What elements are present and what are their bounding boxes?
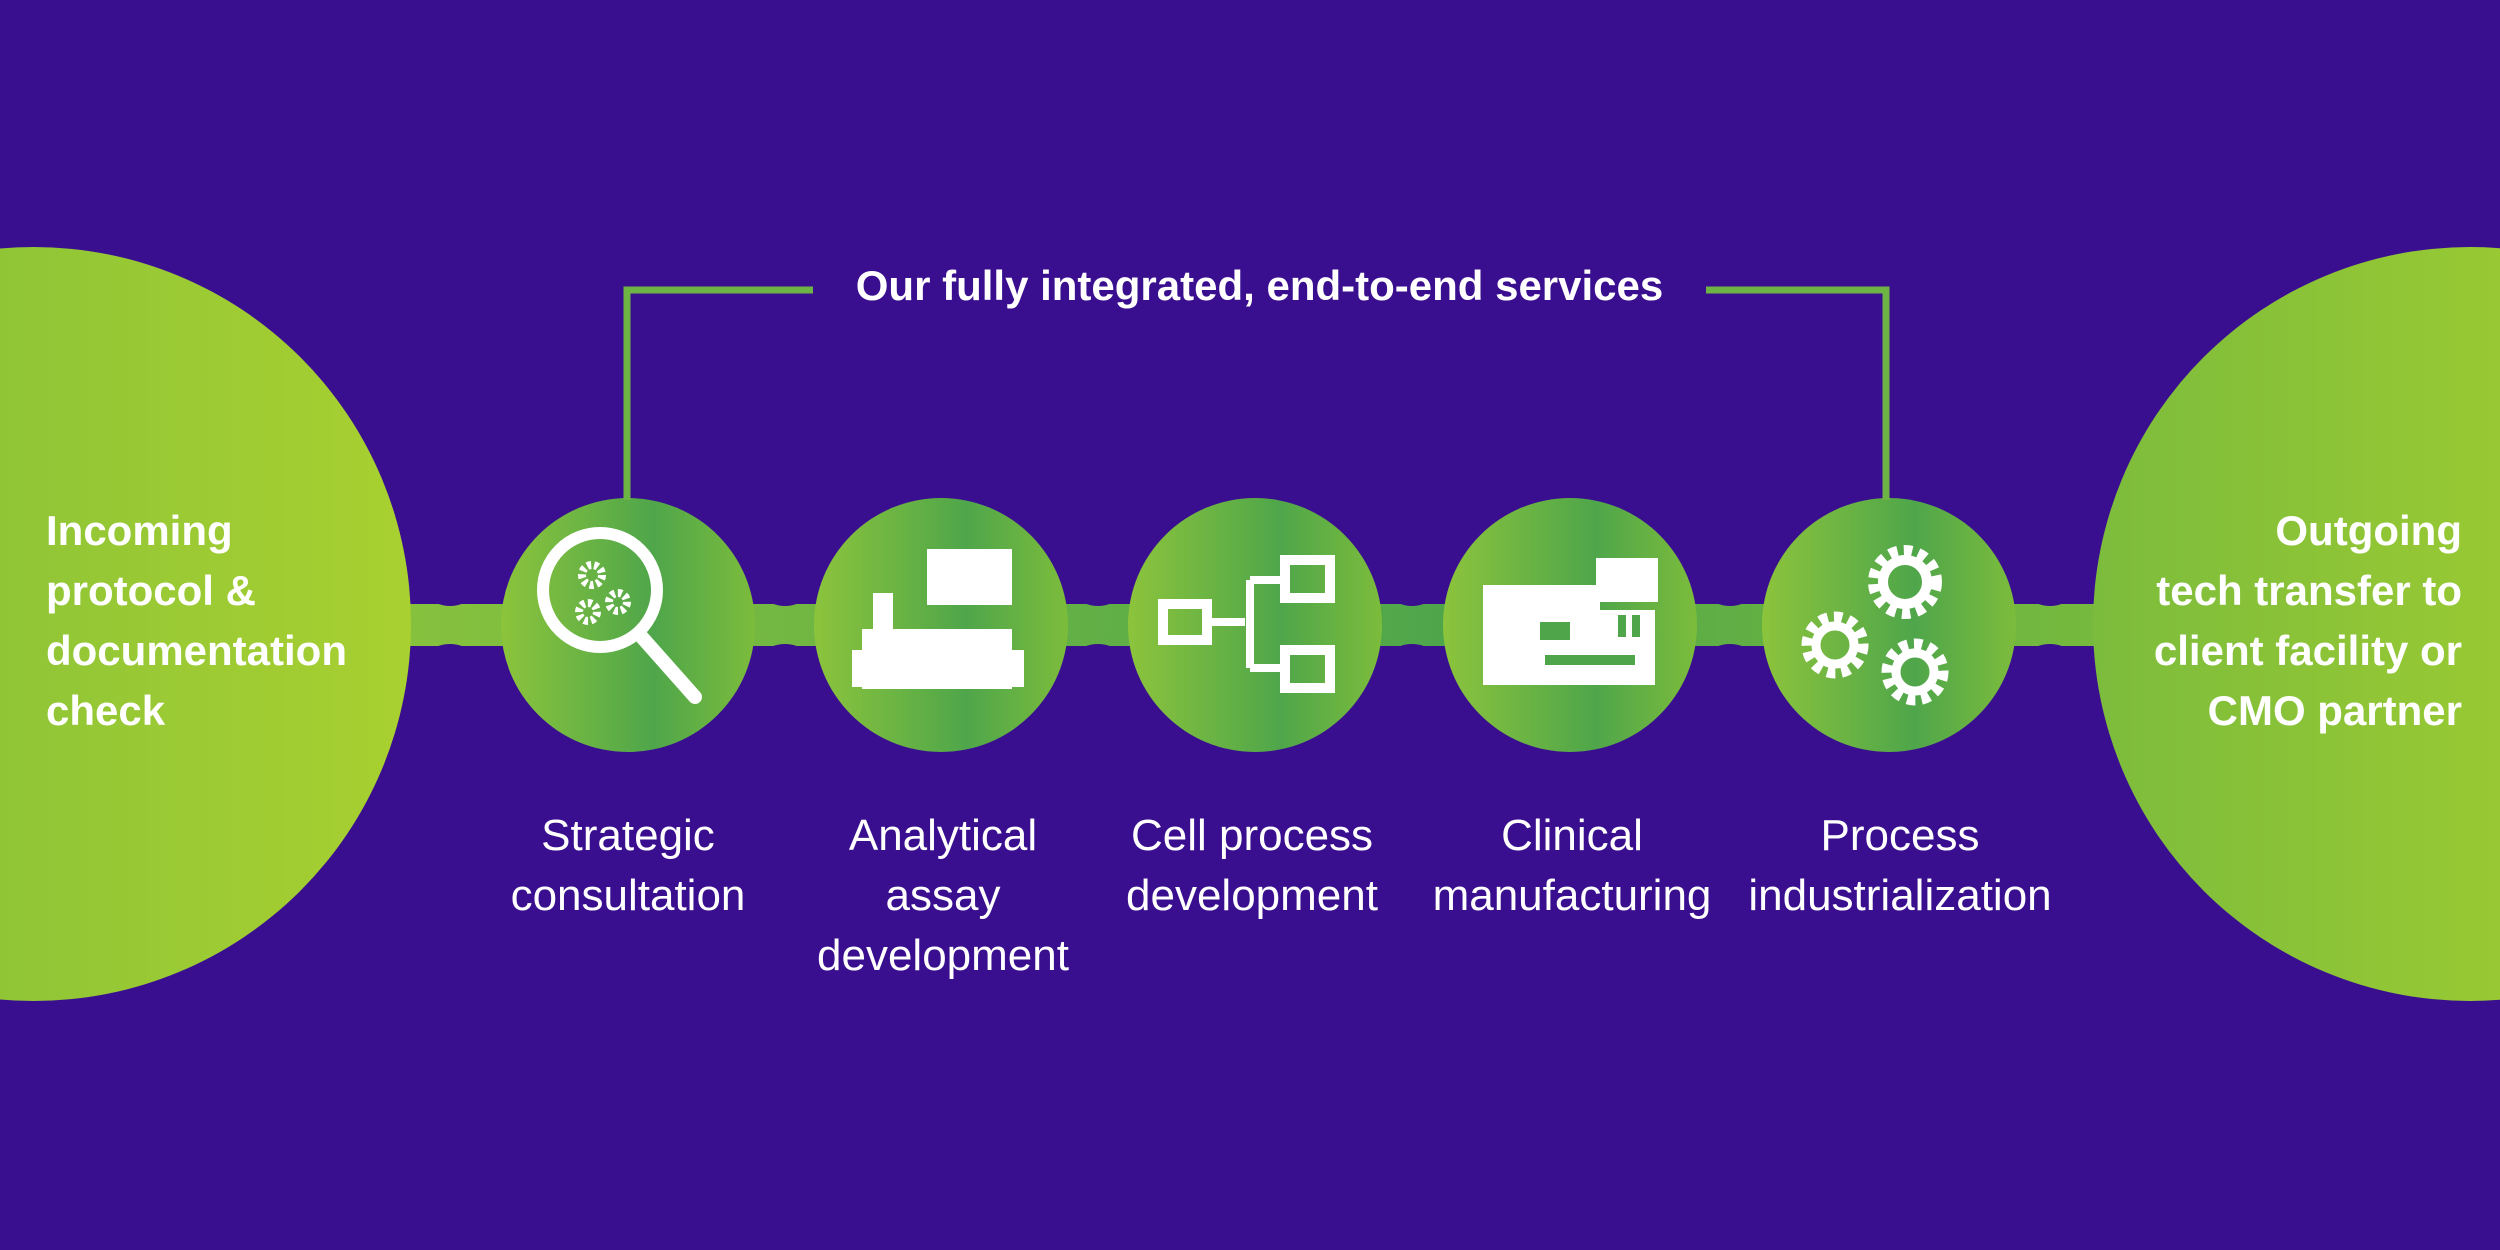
lab-instrument-icon: [852, 549, 1024, 689]
magnifier-gears-icon: [537, 527, 702, 704]
label-line: development: [817, 931, 1069, 980]
label-line: industrialization: [1748, 871, 2052, 920]
label-line: consultation: [510, 871, 746, 920]
outgoing-line: tech transfer to: [2156, 567, 2462, 614]
label-line: Strategic: [541, 811, 715, 860]
step-label-strategic-consultation: Strategic consultation: [468, 806, 788, 926]
neck-cutouts: [416, 538, 2084, 712]
step-circle: [1762, 498, 2016, 752]
incoming-line: check: [46, 687, 166, 734]
step-label-analytical-assay: Analytical assay development: [783, 806, 1103, 986]
label-line: Cell process: [1130, 811, 1374, 860]
outgoing-line: client facility or: [2153, 627, 2462, 674]
process-flow-icon: [1158, 555, 1335, 693]
incoming-circle: [0, 247, 411, 1001]
label-line: Clinical: [1501, 811, 1643, 860]
step-label-clinical-manufacturing: Clinical manufacturing: [1412, 806, 1732, 926]
outgoing-line: CMO partner: [2207, 687, 2462, 734]
step-circle: [814, 498, 1068, 752]
label-line: assay: [885, 871, 1001, 920]
label-line: development: [1126, 871, 1378, 920]
section-title: Our fully integrated, end-to-end service…: [855, 262, 1664, 309]
step-label-process-industrialization: Process industrialization: [1740, 806, 2060, 926]
outgoing-circle: [2093, 247, 2500, 1001]
outgoing-line: Outgoing: [2275, 507, 2462, 554]
label-line: Process: [1820, 811, 1980, 860]
step-label-cell-process: Cell process development: [1092, 806, 1412, 926]
manufacturing-machine-icon: [1483, 558, 1658, 685]
label-line: Analytical: [848, 811, 1038, 860]
incoming-line: protocol &: [46, 567, 256, 614]
incoming-line: Incoming: [46, 507, 233, 554]
label-line: manufacturing: [1432, 871, 1712, 920]
gears-icon: [1801, 545, 1949, 706]
incoming-line: documentation: [46, 627, 347, 674]
bracket: [623, 286, 1890, 500]
outgoing-text: Outgoing tech transfer to client facilit…: [2154, 501, 2462, 741]
incoming-text: Incoming protocol & documentation check: [46, 501, 347, 741]
